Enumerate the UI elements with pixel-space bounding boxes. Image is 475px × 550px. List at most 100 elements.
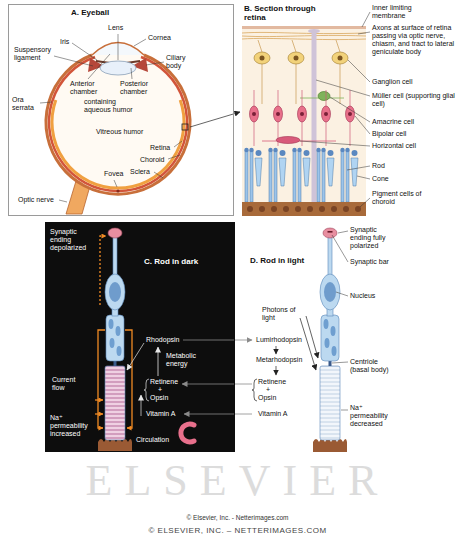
rod-cell [110, 338, 115, 348]
part-label: Lens [108, 24, 123, 32]
retina-section [259, 206, 265, 212]
retina-section [307, 206, 313, 212]
retina-section [297, 148, 301, 152]
cycle-arrow [276, 346, 277, 354]
retina-section [274, 106, 283, 122]
part-label: Iris [60, 38, 69, 46]
retina-section [262, 64, 263, 104]
cycle-arrow [127, 340, 252, 442]
retina-section [336, 40, 340, 52]
retina-section [322, 150, 325, 202]
retina-section [295, 206, 301, 212]
leader-line [300, 141, 370, 146]
retina-section [338, 56, 343, 61]
leader-line [330, 97, 370, 122]
retina-section [352, 150, 358, 156]
rod-cell [321, 315, 339, 361]
leader-line [336, 292, 348, 296]
part-label: Suspensory ligament [14, 46, 54, 62]
retina-section [242, 38, 366, 39]
leader-line [348, 60, 370, 82]
part-label: Cornea [148, 34, 171, 42]
eyeball-drawing [52, 100, 184, 188]
eyeball-drawing [182, 124, 188, 130]
retina-section [242, 26, 366, 29]
rod-cell [98, 439, 132, 452]
retina-section [242, 35, 366, 36]
retina-section [268, 148, 272, 152]
cycle-arrow [144, 379, 149, 401]
cycle-arrow [141, 395, 142, 416]
leader-line [300, 12, 370, 207]
part-label: Ora serrata [12, 96, 40, 112]
retina-section [327, 158, 334, 186]
retina-section [331, 206, 337, 212]
part-label: Lumirhodopsin [256, 336, 302, 344]
retina-section [341, 150, 344, 202]
retina-section [276, 137, 300, 144]
leader-line [316, 80, 370, 96]
part-label: + [158, 386, 162, 394]
retina-section [245, 150, 349, 202]
cycle-arrow [252, 316, 318, 401]
leader-line [332, 362, 348, 363]
leader-line [360, 198, 370, 207]
part-label: Vitreous humor [96, 128, 143, 136]
rod-cell [105, 366, 125, 440]
copyright-text: © ELSEVIER, INC. – NETTERIMAGES.COM [0, 526, 475, 535]
rod-cell [324, 319, 329, 329]
rod-cell [106, 315, 124, 361]
retina-section [244, 148, 357, 156]
retina-section [346, 106, 355, 122]
retina-section [242, 202, 366, 216]
retina-section [258, 40, 262, 52]
retina-section [242, 32, 366, 39]
copyright-text: © Elsevier, Inc. - Netterimages.com [0, 514, 475, 521]
leader-line [146, 62, 164, 65]
part-label: Vitamin A [146, 410, 175, 418]
retina-section [245, 150, 248, 202]
leader-line [355, 116, 370, 134]
cycle-arrow [182, 384, 252, 385]
panel-heading: D. Rod in light [250, 256, 304, 265]
retina-section [345, 148, 349, 152]
part-label: Metabolic energy [166, 352, 204, 368]
part-label: Centriole (basal body) [350, 358, 396, 374]
part-label: Optic nerve [18, 196, 54, 204]
rod-cell [328, 237, 332, 277]
rod-cell [95, 413, 103, 414]
rod-cell [320, 366, 340, 440]
rod-cell [109, 282, 121, 302]
rod-cell [324, 282, 336, 302]
retina-section [247, 206, 253, 212]
retina-section [254, 52, 270, 64]
rod-cell [313, 228, 347, 452]
cycle-arrow [252, 379, 257, 401]
leader-line [54, 56, 93, 66]
leader-line [332, 235, 348, 262]
retina-section [318, 92, 330, 101]
cycle-arrow [158, 347, 159, 376]
leader-line [118, 34, 119, 60]
retina-section [256, 150, 262, 156]
part-label: Bipolar cell [372, 130, 406, 138]
dark-panel: C. Rod in dark [45, 222, 235, 452]
leader-line [174, 141, 182, 147]
rod-cell [98, 330, 105, 428]
part-label: Retinene [150, 378, 178, 386]
part-label: Ciliary body [166, 54, 200, 70]
retina-section [279, 158, 286, 186]
watermark: ELSEVIER [0, 456, 475, 507]
retina-section [258, 40, 340, 104]
retina-section [296, 64, 297, 104]
retina-section [271, 206, 277, 212]
rod-cell [109, 319, 122, 356]
retina-section [317, 150, 320, 202]
part-label: Axons at surface of retina passing via o… [372, 24, 470, 56]
part-label: Anterior chamber [70, 80, 104, 96]
retina-section [250, 106, 259, 122]
retina-section [312, 30, 317, 204]
cycle-arrow [127, 343, 144, 370]
retina-section [332, 52, 348, 64]
part-label: Na⁺ permeability increased [50, 414, 96, 438]
